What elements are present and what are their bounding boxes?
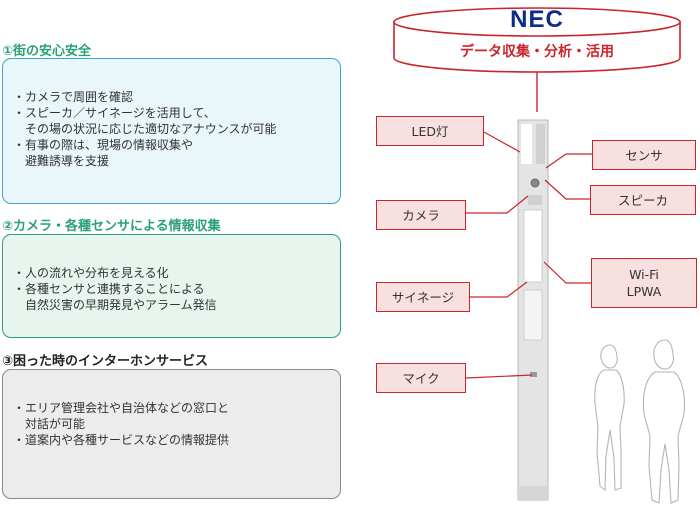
nec-cloud-cylinder — [393, 7, 681, 73]
label-signage: サイネージ — [376, 282, 470, 312]
label-sensor: センサ — [592, 140, 696, 170]
section-2-box: ・人の流れや分布を見える化 ・各種センサと連携することによる 自然災害の早期発見… — [2, 234, 341, 338]
section-3-line: ・道案内や各種サービスなどの情報提供 — [13, 433, 230, 447]
section-1-title: ①街の安心安全 — [2, 44, 92, 59]
nec-logo: NEC — [510, 6, 564, 33]
wifi-connector — [543, 261, 591, 284]
section-1-box: ・カメラで周囲を確認 ・スピーカ／サイネージを活用して、 その場の状況に応じた適… — [2, 58, 341, 204]
section-2-title: ②カメラ・各種センサによる情報収集 — [2, 219, 221, 234]
speaker-connector — [544, 179, 590, 200]
cloud-label: データ収集・分析・活用 — [460, 44, 614, 60]
section-3-line: ・エリア管理会社や自治体などの窓口と — [13, 401, 230, 415]
section-1-line: ・スピーカ／サイネージを活用して、 — [13, 106, 216, 120]
section-3-title: ③困った時のインターホンサービス — [2, 354, 209, 369]
smart-pole — [517, 119, 549, 501]
people-silhouettes — [594, 339, 686, 504]
section-1-line: 避難誘導を支援 — [13, 154, 110, 168]
label-speaker: スピーカ — [590, 185, 696, 215]
label-led-light: LED灯 — [376, 116, 484, 146]
signage-screen — [523, 209, 543, 283]
sensor-connector — [545, 153, 592, 169]
label-wifi-lpwa: Wi-Fi LPWA — [591, 258, 697, 308]
camera-lens-icon — [530, 178, 540, 188]
label-camera: カメラ — [376, 200, 466, 230]
section-1-line: ・有事の際は、現場の情報収集や — [13, 138, 194, 152]
section-1-line: その場の状況に応じた適切なアナウンスが可能 — [13, 122, 277, 136]
section-1-line: ・カメラで周囲を確認 — [13, 90, 134, 104]
section-2-line: ・各種センサと連携することによる — [13, 282, 205, 296]
label-microphone: マイク — [376, 363, 466, 393]
camera-connector — [466, 195, 529, 214]
mic-connector — [465, 374, 533, 379]
section-3-box: ・エリア管理会社や自治体などの窓口と 対話が可能 ・道案内や各種サービスなどの情… — [2, 369, 341, 499]
microphone-icon — [530, 372, 537, 377]
led-connector — [483, 131, 521, 153]
section-2-line: ・人の流れや分布を見える化 — [13, 266, 169, 280]
signage-connector — [470, 281, 528, 298]
section-3-line: 対話が可能 — [13, 417, 86, 431]
section-2-line: 自然災害の早期発見やアラーム発信 — [13, 298, 217, 312]
